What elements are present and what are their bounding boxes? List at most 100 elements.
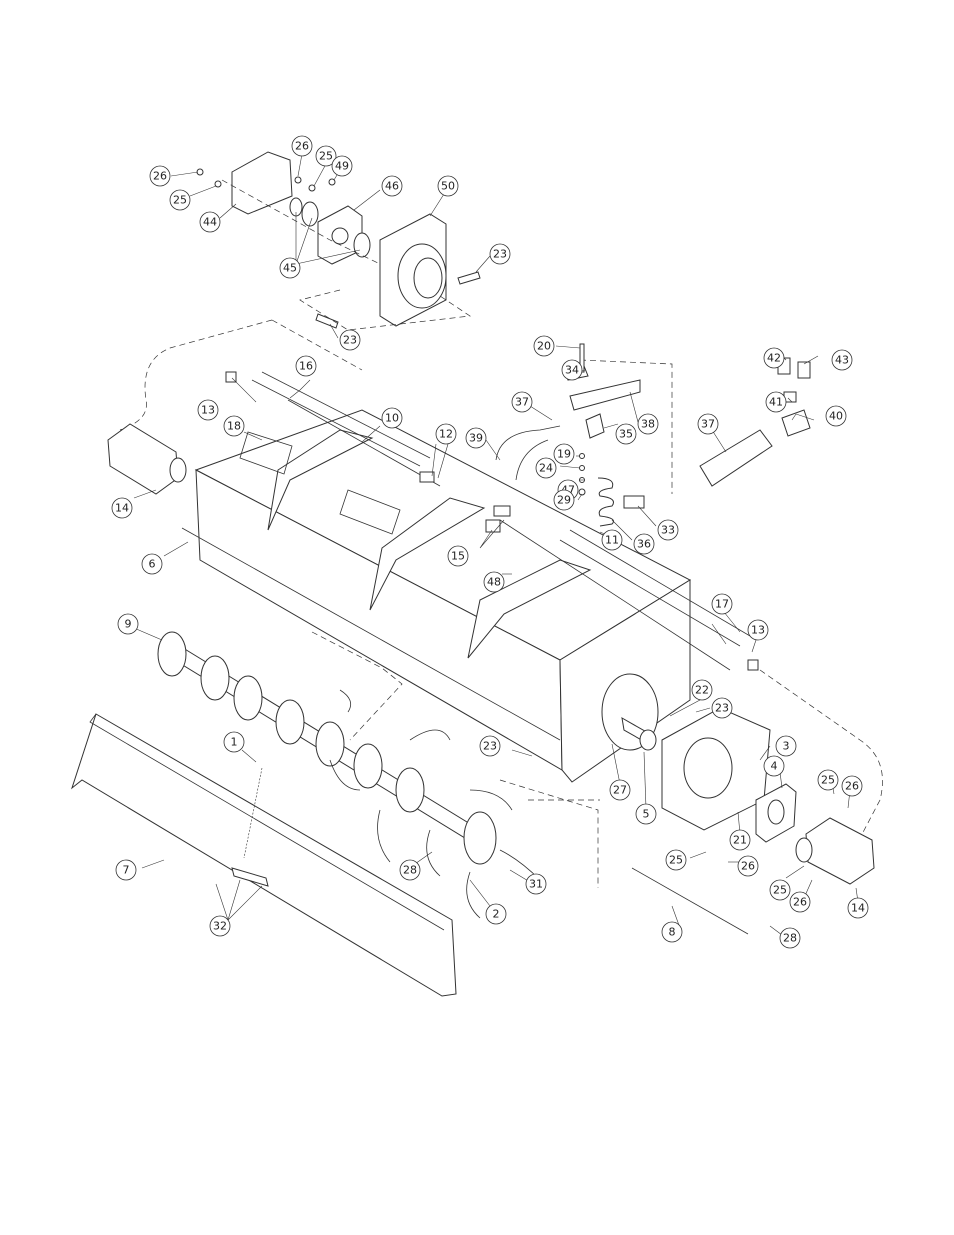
fitting-13-right (748, 660, 758, 670)
callout-number: 23 (343, 334, 357, 347)
callout-number: 9 (125, 618, 132, 631)
callout-8: 8 (662, 922, 682, 942)
callout-12: 12 (436, 424, 456, 444)
shield-panel (72, 714, 456, 996)
callout-7: 7 (116, 860, 136, 880)
callout-number: 37 (515, 396, 529, 409)
callout-28b: 28 (780, 928, 800, 948)
callout-16: 16 (296, 356, 316, 376)
callout-number: 13 (201, 404, 215, 417)
callout-21: 21 (730, 830, 750, 850)
callout-number: 24 (539, 462, 553, 475)
callout-number: 28 (783, 932, 797, 945)
callout-number: 45 (283, 262, 297, 275)
callout-number: 26 (295, 140, 309, 153)
callout-number: 8 (669, 926, 676, 939)
motor-right-spline (796, 838, 812, 862)
callout-number: 40 (829, 410, 843, 423)
bearing-housing-bore (414, 258, 442, 298)
bolt-23-upper (458, 272, 480, 284)
callout-5: 5 (636, 804, 656, 824)
callout-29: 29 (554, 490, 574, 510)
main-housing (182, 410, 690, 782)
callout-number: 7 (123, 864, 130, 877)
callout-number: 17 (715, 598, 729, 611)
callout-number: 35 (619, 428, 633, 441)
callout-number: 33 (661, 524, 675, 537)
callout-1: 1 (224, 732, 244, 752)
callout-number: 21 (733, 834, 747, 847)
callout-26e: 26 (790, 892, 810, 912)
callout-25c: 25 (818, 770, 838, 790)
callout-number: 48 (487, 576, 501, 589)
callout-19: 19 (554, 444, 574, 464)
callout-14a: 14 (112, 498, 132, 518)
drive-housing-bore (684, 738, 732, 798)
adapter-43 (798, 362, 810, 378)
callout-number: 42 (767, 352, 781, 365)
callout-number: 25 (319, 150, 333, 163)
rotor-flange-2 (201, 656, 229, 700)
rotor-flange-3 (234, 676, 262, 720)
callout-40: 40 (826, 406, 846, 426)
callout-number: 43 (835, 354, 849, 367)
callout-25e: 25 (770, 880, 790, 900)
motor-left-body (108, 424, 178, 494)
callout-number: 23 (493, 248, 507, 261)
rotor-flange-4 (276, 700, 304, 744)
callout-number: 13 (751, 624, 765, 637)
callout-22: 22 (692, 680, 712, 700)
callout-number: 18 (227, 420, 241, 433)
bearing-housing-assembly (197, 152, 480, 330)
callout-number: 23 (483, 740, 497, 753)
callout-18: 18 (224, 416, 244, 436)
callout-13a: 13 (198, 400, 218, 420)
callout-number: 20 (537, 340, 551, 353)
valve-elbow-40 (782, 410, 810, 436)
callout-35: 35 (616, 424, 636, 444)
callout-26c: 26 (842, 776, 862, 796)
callout-13b: 13 (748, 620, 768, 640)
motor-left-spline (170, 458, 186, 482)
callout-20: 20 (534, 336, 554, 356)
callout-number: 12 (439, 428, 453, 441)
callout-number: 10 (385, 412, 399, 425)
callout-number: 50 (441, 180, 455, 193)
callout-number: 26 (845, 780, 859, 793)
callout-27: 27 (610, 780, 630, 800)
right-drive (632, 708, 874, 934)
bolt-23-lower (316, 314, 338, 328)
callout-number: 32 (213, 920, 227, 933)
callout-26d: 26 (738, 856, 758, 876)
callout-number: 16 (299, 360, 313, 373)
callout-33: 33 (658, 520, 678, 540)
callout-number: 15 (451, 550, 465, 563)
callout-49: 49 (332, 156, 352, 176)
callout-46: 46 (382, 176, 402, 196)
fitting-15 (486, 520, 500, 532)
callout-number: 31 (529, 878, 543, 891)
callout-32: 32 (210, 916, 230, 936)
callout-number: 19 (557, 448, 571, 461)
spline-gear (354, 233, 370, 257)
callout-50: 50 (438, 176, 458, 196)
callout-number: 14 (851, 902, 865, 915)
callout-15: 15 (448, 546, 468, 566)
rotor-flange-5 (316, 722, 344, 766)
fitting-12 (420, 472, 434, 482)
callout-number: 25 (773, 884, 787, 897)
callout-23d: 23 (480, 736, 500, 756)
callout-31: 31 (526, 874, 546, 894)
callout-39: 39 (466, 428, 486, 448)
callout-number: 22 (695, 684, 709, 697)
callout-24: 24 (536, 458, 556, 478)
callout-number: 38 (641, 418, 655, 431)
motor-right-body (806, 818, 874, 884)
callout-26b: 26 (292, 136, 312, 156)
callout-number: 26 (741, 860, 755, 873)
callout-number: 37 (701, 418, 715, 431)
clip-35 (586, 414, 604, 438)
callout-4: 4 (764, 756, 784, 776)
callout-9: 9 (118, 614, 138, 634)
